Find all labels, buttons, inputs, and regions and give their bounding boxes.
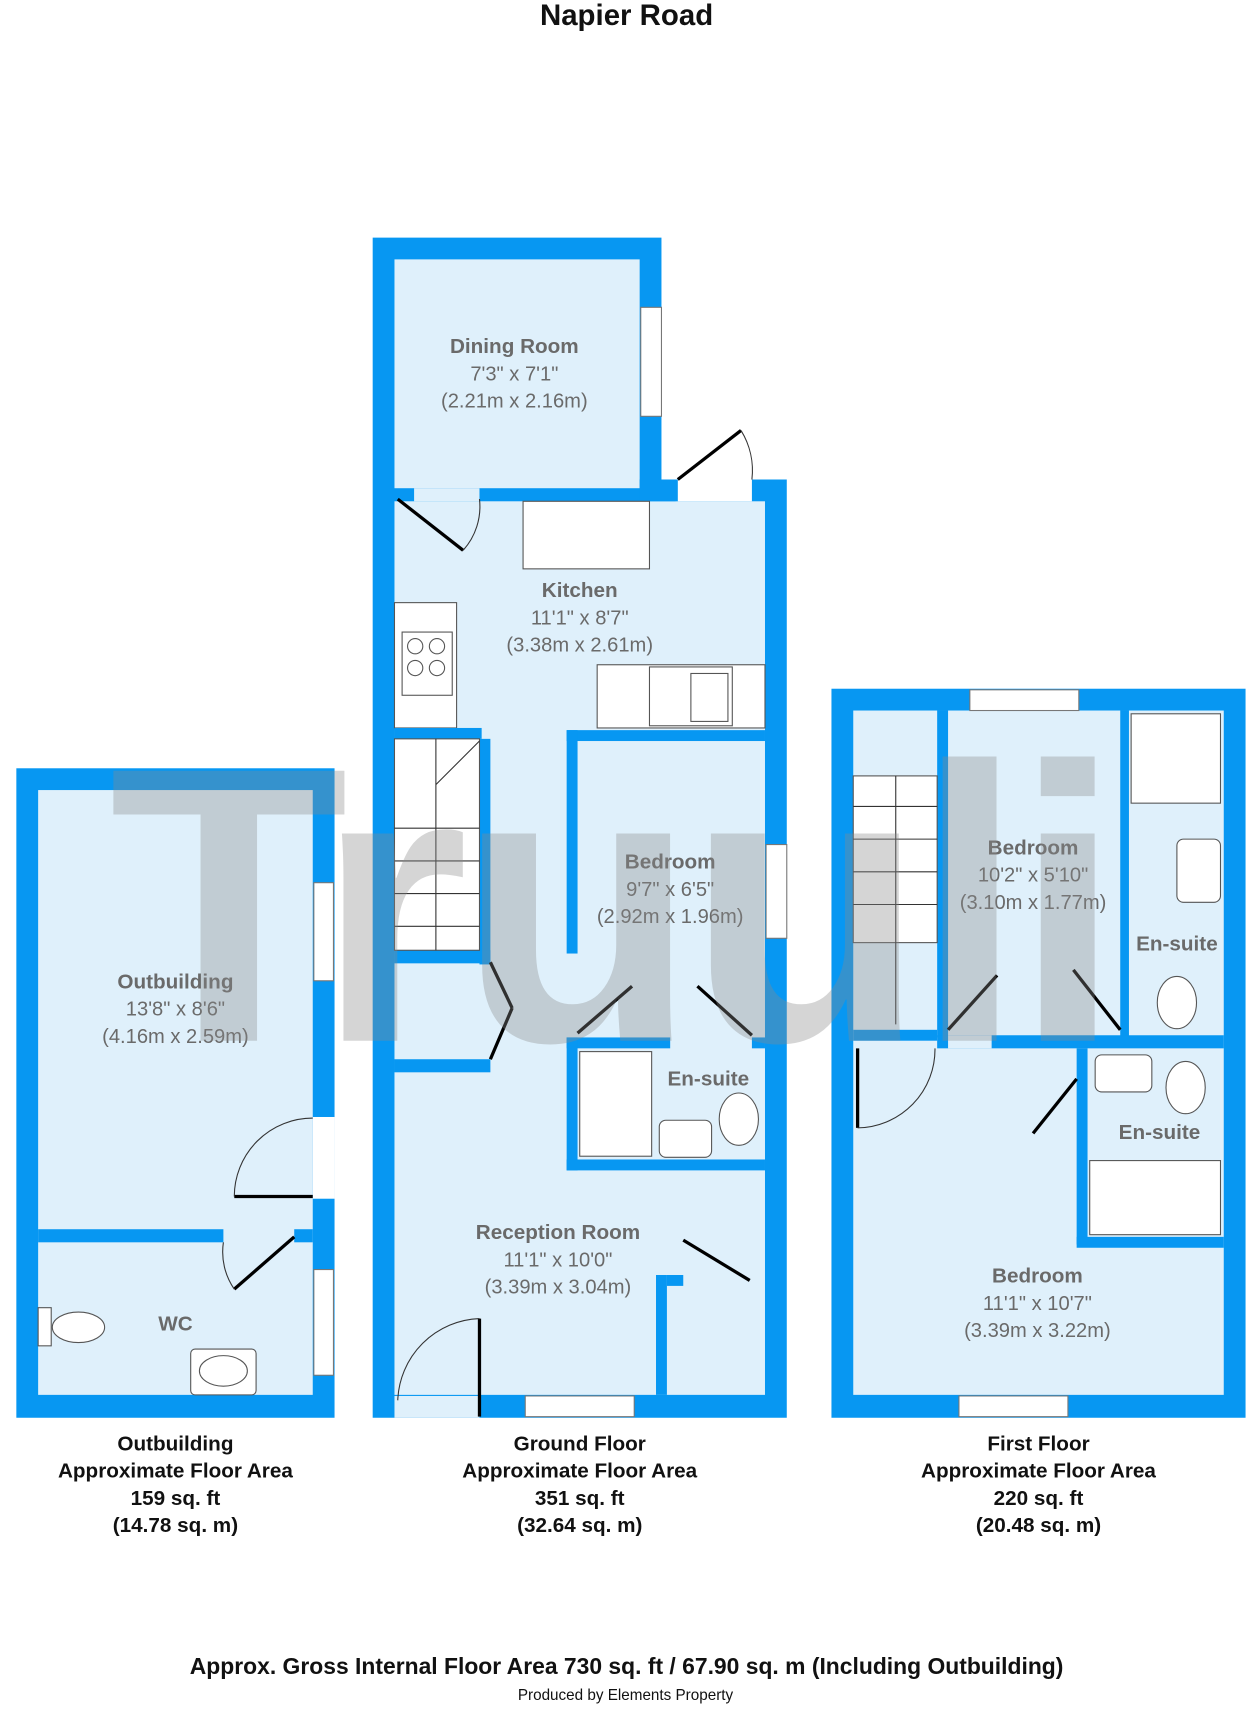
room-dimensions-metric: (3.39m x 3.22m) <box>964 1320 1111 1342</box>
room-label: En-suite <box>668 1067 750 1090</box>
room-label: Reception Room <box>476 1221 640 1244</box>
stairs-icon <box>393 738 481 951</box>
svg-text:(14.78 sq. m): (14.78 sq. m) <box>113 1514 238 1537</box>
room-dimensions: 11'1" x 8'7" <box>531 607 629 629</box>
toilet-icon <box>718 1092 759 1146</box>
window <box>313 882 334 982</box>
shower-icon <box>1130 713 1222 804</box>
watermark-logo: Truuli <box>109 687 1112 1125</box>
bath-icon <box>1089 1160 1222 1236</box>
room-dimensions-metric: (2.21m x 2.16m) <box>441 391 588 413</box>
svg-text:Ground Floor: Ground Floor <box>514 1432 646 1455</box>
room-dimensions: 7'3" x 7'1" <box>470 363 558 385</box>
svg-text:159 sq. ft: 159 sq. ft <box>131 1487 221 1510</box>
svg-text:Approximate Floor Area: Approximate Floor Area <box>58 1460 293 1483</box>
door <box>946 974 999 1031</box>
svg-text:(20.48 sq. m): (20.48 sq. m) <box>976 1514 1101 1537</box>
room-label: Outbuilding <box>117 970 233 993</box>
door <box>676 429 743 481</box>
room-dimensions: 10'2" x 5'10" <box>978 865 1088 887</box>
svg-text:Outbuilding: Outbuilding <box>117 1432 233 1455</box>
toilet-icon <box>1165 1060 1206 1115</box>
door <box>682 1238 751 1282</box>
window <box>313 1269 334 1376</box>
stairs-icon <box>852 775 938 1025</box>
room-label: Dining Room <box>450 335 579 358</box>
toilet-icon <box>1156 975 1198 1030</box>
credit: Produced by Elements Property <box>518 1687 734 1704</box>
room-dimensions-metric: (4.16m x 2.59m) <box>102 1026 249 1048</box>
ground-floor-area: Ground Floor Approximate Floor Area 351 … <box>462 1432 697 1537</box>
basin-icon <box>1094 1054 1153 1093</box>
room-label: Bedroom <box>988 836 1079 859</box>
outbuilding-area: Outbuilding Approximate Floor Area 159 s… <box>58 1432 293 1537</box>
room-label: WC <box>158 1313 193 1336</box>
window <box>524 1395 635 1418</box>
toilet-icon <box>37 1307 52 1347</box>
room-dimensions: 11'1" x 10'0" <box>503 1249 612 1271</box>
window <box>969 689 1080 712</box>
plan-title: Napier Road <box>540 0 713 32</box>
door <box>488 961 514 1060</box>
basin-icon <box>1176 838 1222 903</box>
gross-area: Approx. Gross Internal Floor Area 730 sq… <box>190 1653 1064 1679</box>
svg-text:351 sq. ft: 351 sq. ft <box>535 1487 625 1510</box>
room-dimensions: 13'8" x 8'6" <box>126 999 225 1021</box>
room-dimensions: 9'7" x 6'5" <box>626 879 714 901</box>
door <box>396 497 465 552</box>
outbuilding-plan: Outbuilding 13'8" x 8'6" (4.16m x 2.59m)… <box>16 768 335 1418</box>
room-label: Kitchen <box>542 579 618 602</box>
first-floor-plan: Bedroom 10'2" x 5'10" (3.10m x 1.77m) En… <box>831 688 1246 1418</box>
window <box>640 306 663 417</box>
room-label: En-suite <box>1119 1121 1201 1144</box>
door <box>233 1235 296 1291</box>
door <box>1031 1077 1078 1135</box>
door <box>1072 968 1122 1031</box>
basin-icon <box>658 1119 713 1158</box>
room-label: Bedroom <box>992 1265 1083 1288</box>
door <box>696 985 754 1037</box>
room-dimensions-metric: (3.38m x 2.61m) <box>506 635 653 657</box>
svg-text:220 sq. ft: 220 sq. ft <box>994 1487 1084 1510</box>
room-dimensions: 11'1" x 10'7" <box>983 1293 1092 1315</box>
svg-text:First Floor: First Floor <box>987 1432 1089 1455</box>
window <box>765 844 788 939</box>
room-dimensions-metric: (3.39m x 3.04m) <box>485 1277 632 1299</box>
window <box>958 1395 1069 1418</box>
ground-floor-plan: Dining Room 7'3" x 7'1" (2.21m x 2.16m) … <box>372 237 788 1418</box>
svg-text:(32.64 sq. m): (32.64 sq. m) <box>517 1514 642 1537</box>
svg-text:Approximate Floor Area: Approximate Floor Area <box>921 1460 1156 1483</box>
door <box>576 984 634 1035</box>
room-dimensions-metric: (2.92m x 1.96m) <box>597 906 744 928</box>
svg-text:Approximate Floor Area: Approximate Floor Area <box>462 1460 697 1483</box>
first-floor-area: First Floor Approximate Floor Area 220 s… <box>921 1432 1156 1537</box>
shower-icon <box>579 1051 653 1157</box>
room-label: Bedroom <box>625 851 716 874</box>
room-dimensions-metric: (3.10m x 1.77m) <box>960 892 1107 914</box>
room-label: En-suite <box>1136 932 1218 955</box>
